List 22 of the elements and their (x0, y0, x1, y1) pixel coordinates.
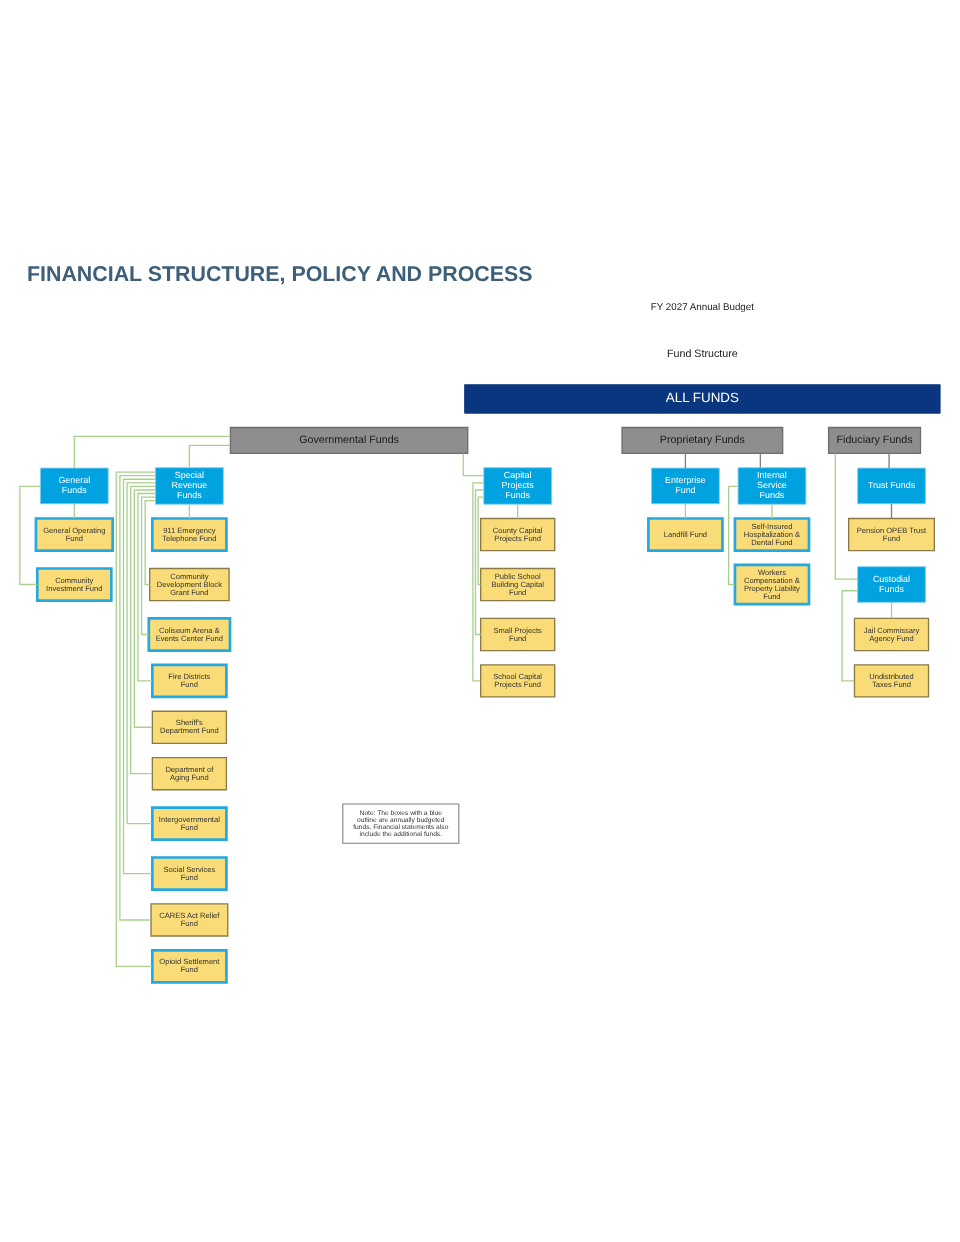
connector (474, 488, 485, 635)
connector (462, 451, 485, 476)
connector (477, 495, 485, 585)
connector (119, 474, 157, 920)
connector (140, 495, 157, 635)
connector (130, 484, 156, 774)
connector (728, 484, 739, 585)
connector (841, 589, 859, 681)
connector (133, 488, 157, 727)
connector (137, 491, 157, 681)
connector (834, 451, 859, 579)
connector (122, 477, 156, 874)
connector (19, 484, 41, 585)
connector (73, 434, 231, 468)
connector (771, 502, 773, 519)
connector (188, 443, 231, 468)
connector (115, 470, 157, 967)
diagram-title: FINANCIAL STRUCTURE, POLICY AND PROCESS (27, 262, 533, 287)
connector (126, 481, 156, 824)
connector (472, 481, 485, 681)
connector (888, 451, 890, 468)
connector (144, 499, 157, 585)
